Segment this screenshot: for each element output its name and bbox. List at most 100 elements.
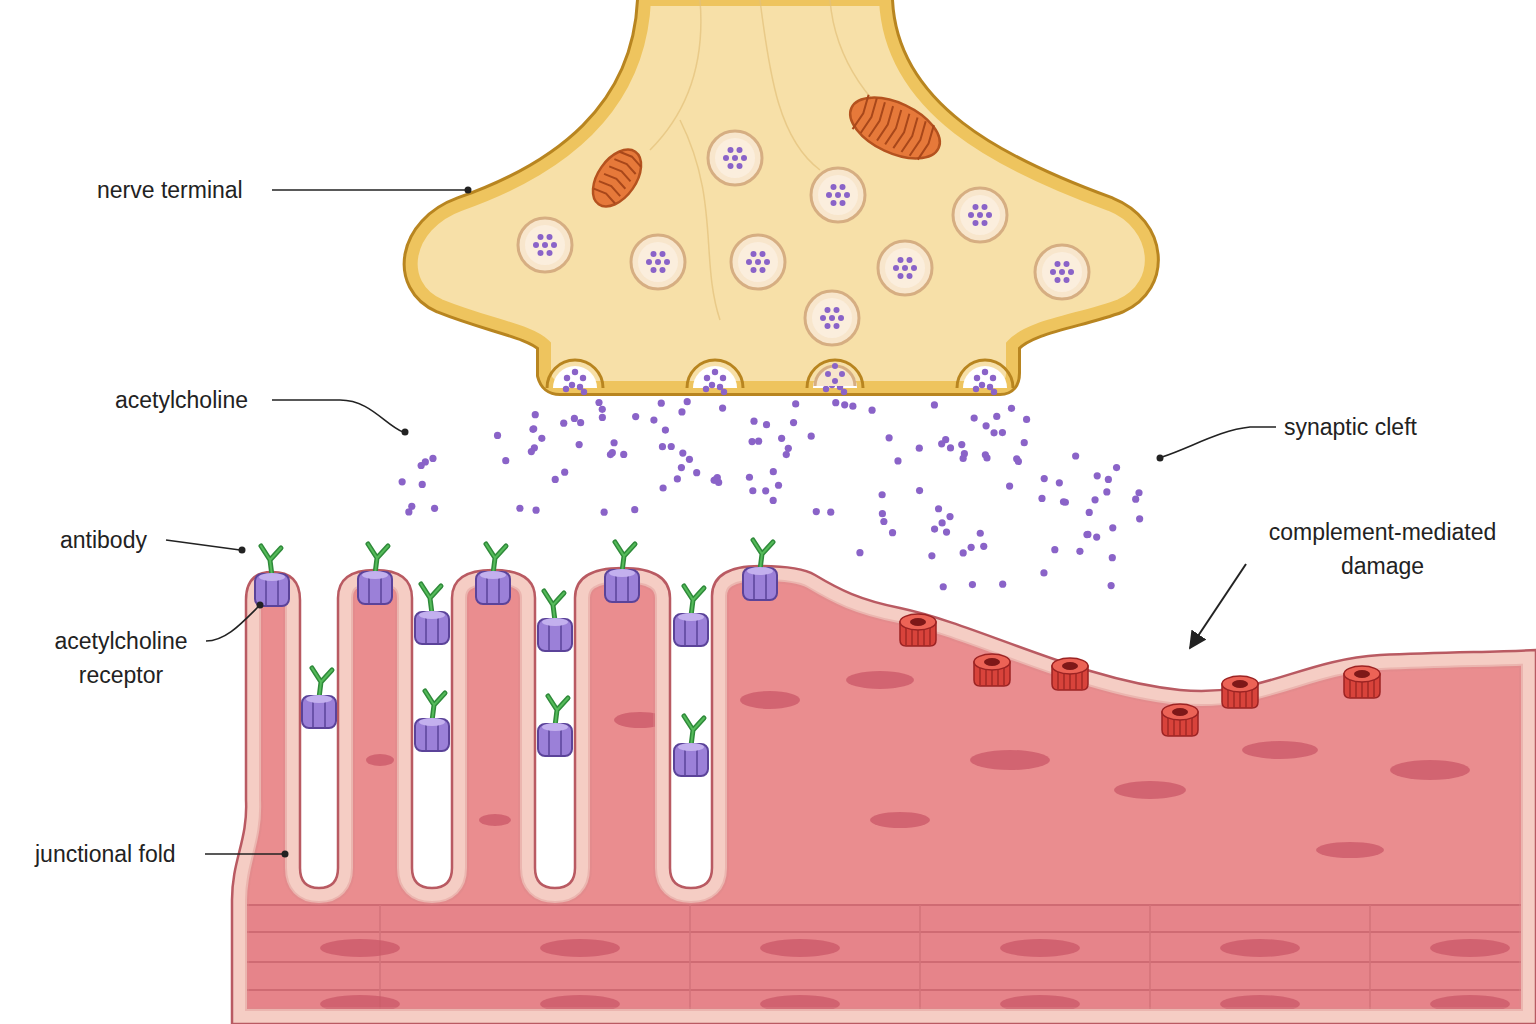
acetylcholine-dot [889,529,896,536]
acetylcholine-receptor-body [743,568,777,600]
part-label: acetylcholine [115,383,270,417]
complement-pore [974,654,1010,686]
acetylcholine-dot [703,386,709,392]
antibody-highlight [684,586,704,616]
acetylcholine-receptor-body [605,570,639,602]
leader-line [1162,427,1276,457]
fusing-vesicle [815,363,855,386]
receptor-antibody [255,546,289,606]
synaptic-vesicles [518,131,1089,386]
acetylcholine-receptor-body [302,696,336,728]
vesicle-lumen [715,138,755,178]
complement-pore [1344,666,1380,698]
nucleus [846,671,914,689]
receptor-antibody [538,591,572,651]
part-label: complement-mediated damage [1240,515,1525,583]
receptor-top [362,571,388,579]
pore-hole [1172,708,1188,716]
mitochondrion-body [583,141,651,215]
antibody [684,716,704,746]
acetylcholine-dot [826,192,832,198]
acetylcholine-dot [834,323,840,329]
acetylcholine-receptor-body [674,614,708,646]
complement-pores [900,614,1380,736]
antibody-highlight [486,544,506,574]
vesicle-membrane [805,291,859,345]
striations [0,905,1536,1016]
acetylcholine-dot [581,389,587,395]
vesicle-lumen [638,242,678,282]
acetylcholine-dot [538,234,544,240]
vesicle-lumen [738,242,778,282]
acetylcholine-dot [408,503,415,510]
acetylcholine-dot [973,220,979,226]
acetylcholine-dot [790,419,797,426]
acetylcholine-dot [599,414,606,421]
acetylcholine-dot [532,507,539,514]
pore-hole [1062,662,1078,670]
receptor-antibody [674,586,708,646]
acetylcholine-dot [651,251,657,257]
muscle-fiber [0,566,1536,1024]
mitochondrion [583,141,651,215]
acetylcholine-dot [792,400,799,407]
acetylcholine-dot [982,451,989,458]
acetylcholine-dot [999,581,1006,588]
acetylcholine-dot [831,184,837,190]
acetylcholine-dot [1040,569,1047,576]
acetylcholine-dot [532,411,539,418]
antibody [486,544,506,574]
acetylcholine-dot [1023,416,1030,423]
vesicle [1035,245,1089,299]
release-sites [547,360,1013,395]
vesicle-membrane [953,188,1007,242]
muscle-interior [0,566,1536,1024]
acetylcholine-dot [999,429,1006,436]
acetylcholine-receptor-body [674,744,708,776]
acetylcholine-dot [820,315,826,321]
cristae [594,149,643,203]
acetylcholine-dot [971,415,978,422]
acetylcholine-dot [429,455,436,462]
acetylcholine-dot [494,432,501,439]
nucleus [1242,741,1318,759]
antibody-highlight [421,584,441,614]
leader-line [166,540,240,550]
acetylcholine-dot [760,267,766,273]
receptor-antibody [415,691,449,751]
acetylcholine-dot [832,399,839,406]
acetylcholine-dot [1038,495,1045,502]
antibody [544,591,564,621]
vesicle-lumen [960,195,1000,235]
acetylcholine-dot [982,422,989,429]
acetylcholine-dot [679,449,686,456]
acetylcholine-dot [704,375,710,381]
acetylcholine-dot [1055,277,1061,283]
release-pocket [553,366,597,388]
acetylcholine-dot [577,419,584,426]
acetylcholine-receptor-body [538,619,572,651]
acetylcholine-dot [902,265,908,271]
acetylcholine-dot [601,509,608,516]
acetylcholine-dot [990,375,996,381]
acetylcholine-dot [868,407,875,414]
acetylcholine-dot [1068,269,1074,275]
acetylcholine-dot [712,369,718,375]
release-pocket [813,366,857,388]
receptor-top [306,695,332,703]
antibody-highlight [261,546,281,576]
nucleus [366,754,394,766]
acetylcholine-dot [1015,458,1022,465]
antibody-highlight [312,668,332,698]
acetylcholine-dot [778,435,785,442]
acetylcholine-dot [547,250,553,256]
vesicle [708,131,762,185]
acetylcholine-dot [678,408,685,415]
acetylcholine-dot [528,448,535,455]
receptors [255,540,777,776]
acetylcholine-dot [1072,452,1079,459]
acetylcholine-dot [823,386,829,392]
acetylcholine-dot [1006,483,1013,490]
receptor-top [678,613,704,621]
pore-rim [974,654,1010,670]
